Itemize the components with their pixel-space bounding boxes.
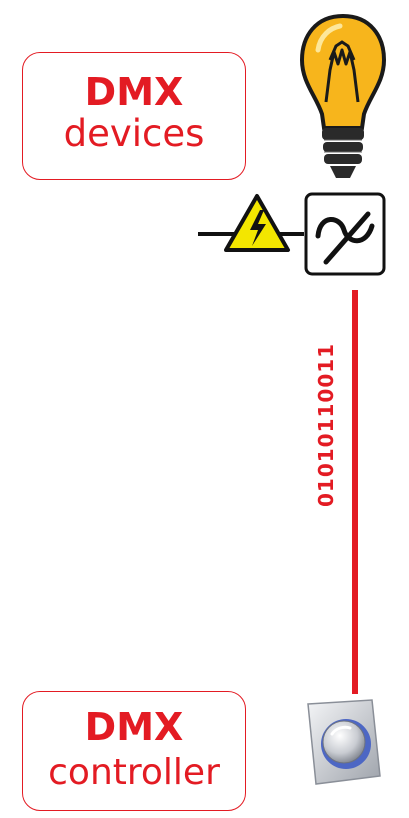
dimmer-module-icon: [304, 192, 386, 276]
dmx-devices-subtitle: devices: [23, 113, 245, 155]
dmx-controller-title: DMX: [23, 706, 245, 748]
light-bulb-icon: [296, 10, 390, 186]
dmx-controller-label: DMX controller: [22, 691, 246, 811]
signal-bits-label: 01010110011: [314, 310, 336, 540]
dmx-devices-title: DMX: [23, 71, 245, 113]
dmx-devices-label: DMX devices: [22, 52, 246, 180]
high-voltage-warning-icon: [222, 192, 292, 256]
dmx-signal-line: [350, 290, 360, 694]
dmx-controller-subtitle: controller: [23, 748, 245, 798]
control-knob-icon: [302, 698, 384, 786]
